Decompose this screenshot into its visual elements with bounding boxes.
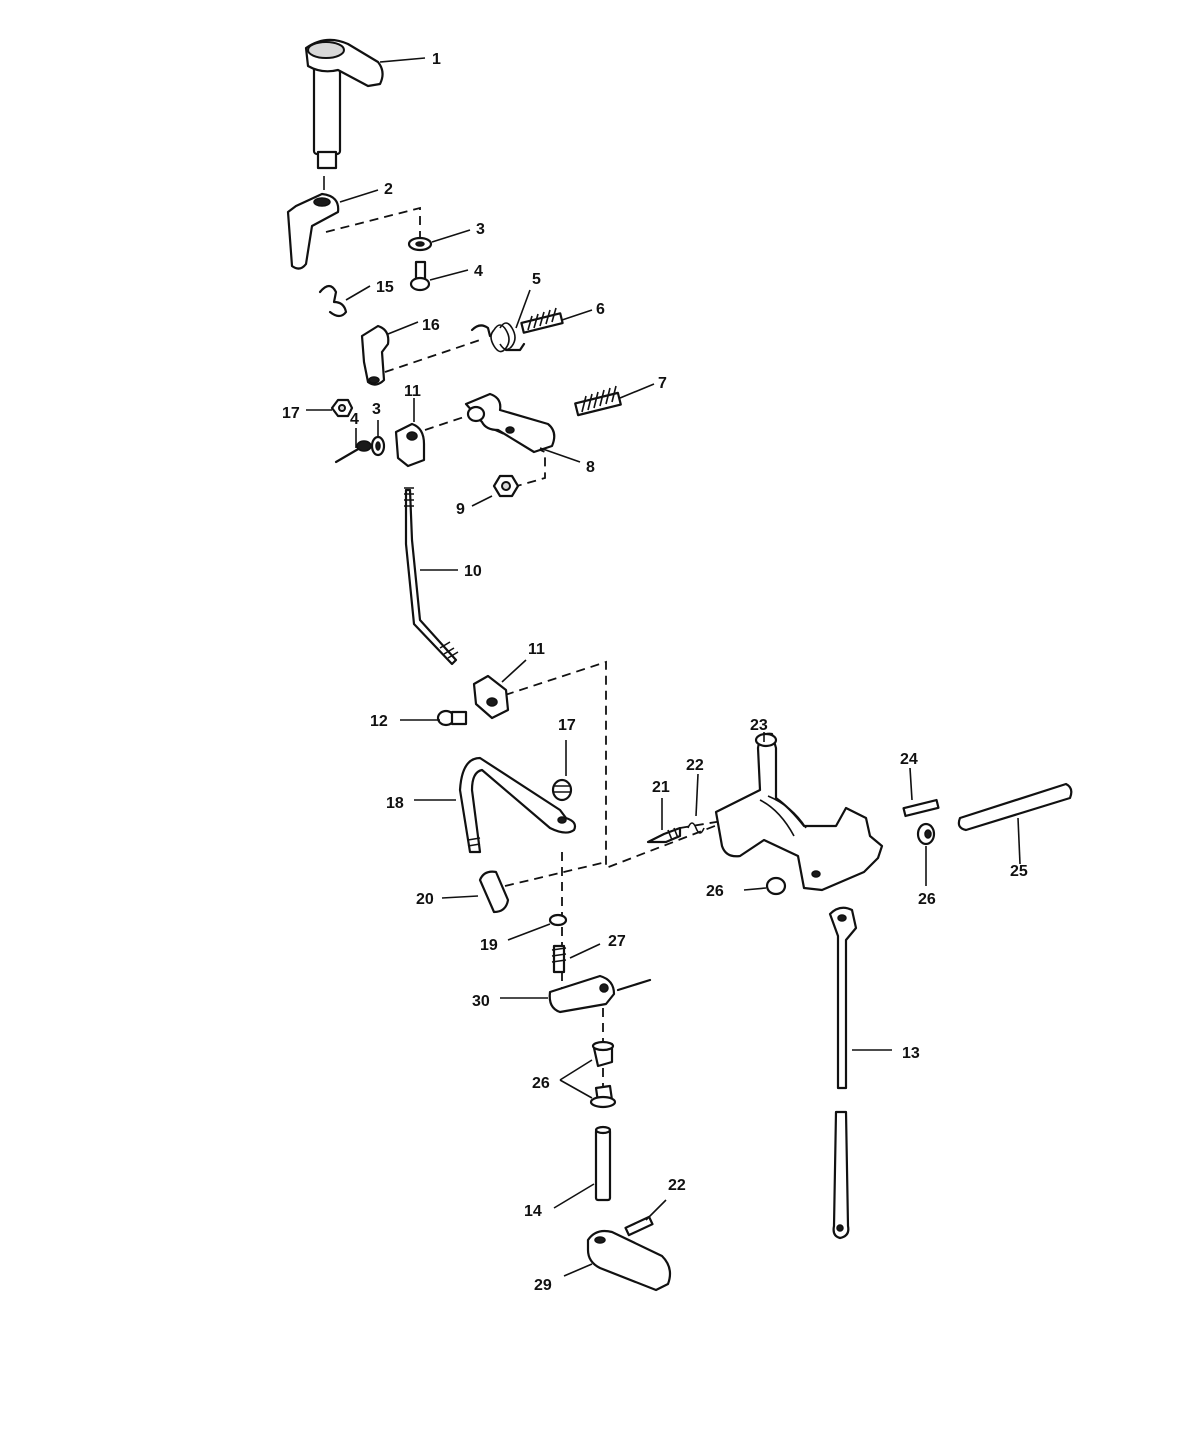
callout-3-upper: 3 <box>476 221 485 238</box>
callout-7: 7 <box>658 375 667 392</box>
part-22-pin-lower <box>624 1199 667 1237</box>
part-25-shaft <box>957 782 1073 865</box>
part-6-stud <box>520 307 593 334</box>
callout-17-upper: 17 <box>282 405 300 422</box>
callout-2: 2 <box>384 181 393 198</box>
callout-22-upper: 22 <box>686 757 704 774</box>
callout-23: 23 <box>750 717 768 734</box>
callout-26-right: 26 <box>918 891 936 908</box>
callout-11-lower: 11 <box>528 641 545 658</box>
part-11-rod-end-upper <box>394 398 426 468</box>
part-10-link-rod <box>404 487 459 666</box>
part-18-wire-link <box>414 756 577 854</box>
callout-15: 15 <box>376 279 394 296</box>
callout-11-upper: 11 <box>404 383 421 400</box>
part-4-screw-lower <box>334 428 372 464</box>
part-16-bracket <box>360 321 419 386</box>
callout-5: 5 <box>532 271 541 288</box>
callout-1: 1 <box>432 51 441 68</box>
part-26-bushings-center <box>559 1040 617 1109</box>
callout-18: 18 <box>386 795 404 812</box>
callout-4-upper: 4 <box>474 263 483 280</box>
part-4-screw-upper <box>409 260 469 292</box>
part-1-shaft-arm <box>304 38 426 170</box>
part-26-nut-middle <box>743 876 787 896</box>
callout-3-lower: 3 <box>372 401 381 418</box>
assembly-line-20 <box>504 861 607 887</box>
part-9-nut <box>471 474 520 507</box>
part-15-clip <box>318 284 371 318</box>
callout-6: 6 <box>596 301 605 318</box>
part-27-stud <box>551 943 601 974</box>
part-29-cam <box>563 1229 672 1292</box>
part-8-throttle-arm <box>464 392 581 463</box>
callout-10: 10 <box>464 563 482 580</box>
callout-9: 9 <box>456 501 465 518</box>
callout-26-middle: 26 <box>706 883 724 900</box>
part-30-lever <box>500 974 652 1014</box>
callout-17-lower: 17 <box>558 717 576 734</box>
callout-29: 29 <box>534 1277 552 1294</box>
assembly-line-16-5 <box>384 339 481 373</box>
callout-13: 13 <box>902 1045 920 1062</box>
part-14-pin <box>553 1125 612 1209</box>
callout-12: 12 <box>370 713 388 730</box>
part-19-washer <box>507 913 568 941</box>
callout-19: 19 <box>480 937 498 954</box>
callout-27: 27 <box>608 933 626 950</box>
part-23-main-bracket <box>714 732 884 892</box>
callout-24: 24 <box>900 751 918 768</box>
assembly-line-8-9 <box>494 429 546 489</box>
callout-4-lower: 4 <box>350 411 359 428</box>
part-20-cap <box>441 870 510 914</box>
part-17-nut-upper <box>306 398 354 418</box>
part-12-screw <box>400 709 468 727</box>
callout-16: 16 <box>422 317 440 334</box>
callout-30: 30 <box>472 993 490 1010</box>
part-3-washer-lower <box>370 420 386 457</box>
assembly-line-2-3 <box>325 206 421 238</box>
callout-8: 8 <box>586 459 595 476</box>
part-2-lever-arm <box>286 176 379 270</box>
callout-20: 20 <box>416 891 434 908</box>
callout-26-center: 26 <box>532 1075 550 1092</box>
part-22-spring-upper <box>687 773 705 834</box>
part-7-stud <box>574 383 655 417</box>
callout-14: 14 <box>524 1203 542 1220</box>
part-26-bushing-right <box>916 822 936 886</box>
part-11-rod-end-lower <box>472 659 527 720</box>
part-13-link <box>828 906 892 1240</box>
assembly-line-11-8 <box>424 414 471 431</box>
assembly-line-11-23 <box>504 660 721 870</box>
callout-21: 21 <box>652 779 670 796</box>
part-24-pin <box>902 767 940 818</box>
callout-22-lower: 22 <box>668 1177 686 1194</box>
part-3-washer-upper <box>407 229 471 252</box>
callout-25: 25 <box>1010 863 1028 880</box>
part-21-pin <box>646 798 682 844</box>
part-5-torsion-spring <box>470 289 531 353</box>
part-17-nut-lower <box>551 740 573 802</box>
